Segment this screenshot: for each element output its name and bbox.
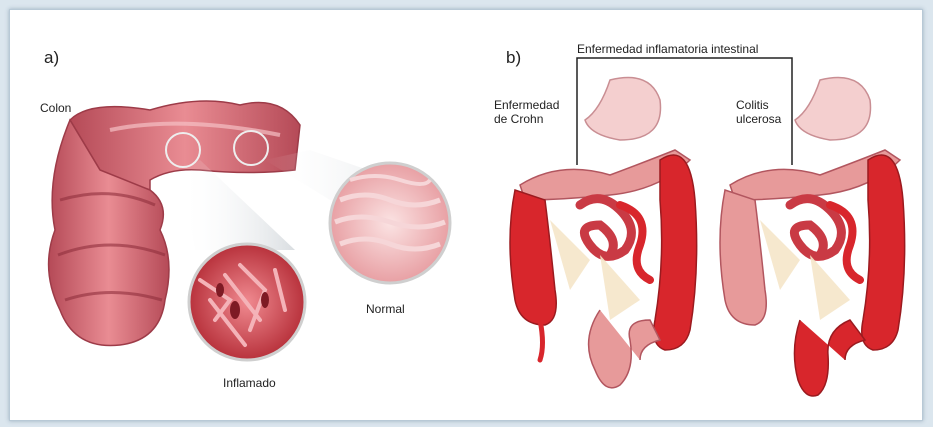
zoom-cone-inflamed <box>180 160 295 250</box>
inflamed-label: Inflamado <box>223 376 276 390</box>
colitis-label-line-2: ulcerosa <box>736 112 781 126</box>
group-label: Enfermedad inflamatoria intestinal <box>575 42 760 56</box>
normal-tissue-circle <box>330 163 450 283</box>
panel-b-letter: b) <box>506 48 521 68</box>
colon-label: Colon <box>40 101 71 115</box>
panel-a-letter: a) <box>44 48 59 68</box>
inflamed-tissue-circle <box>189 244 305 360</box>
normal-label: Normal <box>366 302 405 316</box>
crohn-label-line-2: de Crohn <box>494 112 559 126</box>
colitis-label-line-1: Colitis <box>736 98 781 112</box>
crohn-label: Enfermedad de Crohn <box>494 98 559 126</box>
colitis-label: Colitis ulcerosa <box>736 98 781 126</box>
crohn-label-line-1: Enfermedad <box>494 98 559 112</box>
